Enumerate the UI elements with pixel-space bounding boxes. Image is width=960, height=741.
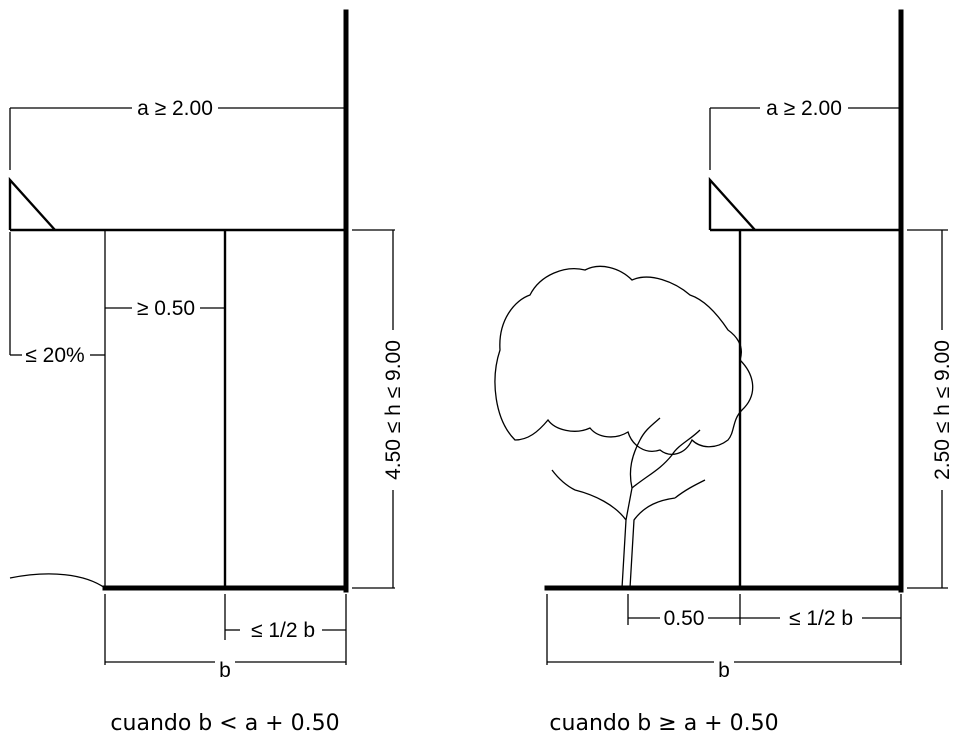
left-section: a ≥ 2.00 ≥ 0.50 ≤ 20% 4.50 ≤ h ≤ 9.00 ≤ … bbox=[8, 9, 405, 736]
right-dim-gap-label: 0.50 bbox=[664, 607, 705, 630]
left-dim-slope-label: ≤ 20% bbox=[25, 344, 84, 367]
left-terrain-curve bbox=[9, 573, 106, 589]
left-dim-sidewalk-label: ≥ 0.50 bbox=[137, 297, 195, 320]
tree-canopy bbox=[494, 265, 754, 455]
tree-trunk bbox=[551, 417, 706, 589]
right-dim-b-label: b bbox=[718, 659, 730, 682]
right-dim-a-label: a ≥ 2.00 bbox=[766, 97, 842, 120]
right-dim-half-b-label: ≤ 1/2 b bbox=[789, 607, 853, 630]
left-dim-b-label: b bbox=[219, 659, 231, 682]
left-dim-half-b-label: ≤ 1/2 b bbox=[251, 619, 315, 642]
awning-bracket-icon bbox=[708, 176, 756, 231]
tree-icon bbox=[494, 265, 754, 589]
right-dim-h-label: 2.50 ≤ h ≤ 9.00 bbox=[931, 340, 954, 480]
left-dim-a-label: a ≥ 2.00 bbox=[137, 97, 213, 120]
awning-bracket-icon bbox=[8, 176, 56, 231]
left-caption: cuando b < a + 0.50 bbox=[110, 711, 339, 736]
right-section: a ≥ 2.00 2.50 ≤ h ≤ 9.00 0.50 ≤ 1/2 b b … bbox=[494, 9, 954, 736]
right-caption: cuando b ≥ a + 0.50 bbox=[549, 711, 778, 736]
left-dim-h-label: 4.50 ≤ h ≤ 9.00 bbox=[382, 340, 405, 480]
